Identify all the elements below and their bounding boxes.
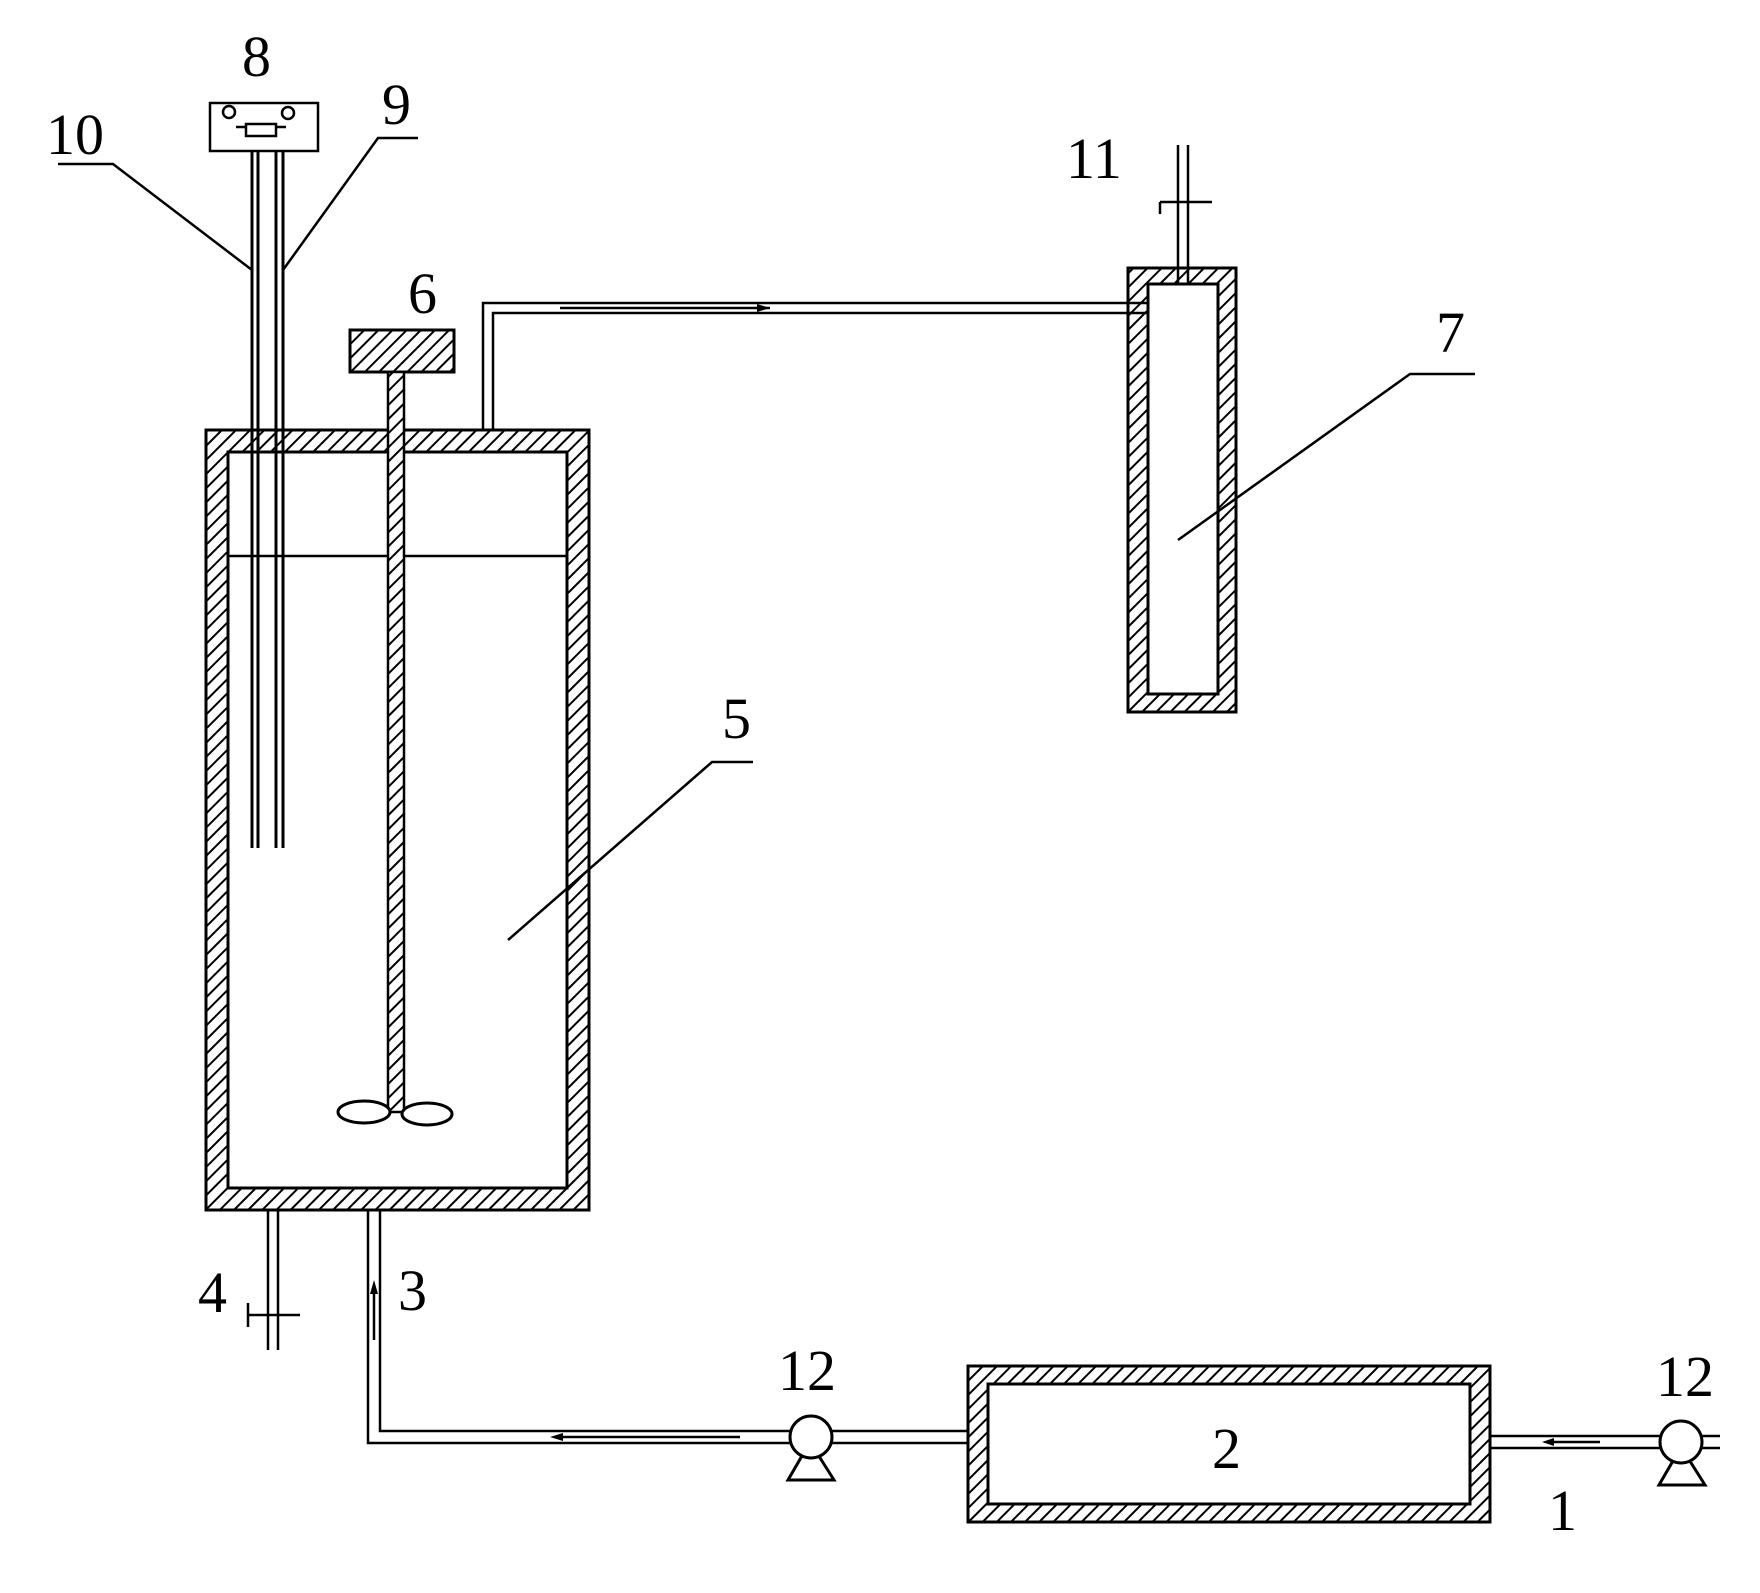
label-11: 11: [1066, 126, 1122, 191]
label-7: 7: [1436, 300, 1465, 365]
label-10: 10: [46, 102, 104, 167]
pump-left: [785, 1414, 837, 1482]
pump-right: [1656, 1419, 1708, 1487]
leader-5: [507, 760, 753, 941]
leader-9: [281, 136, 418, 271]
unit-2-vessel: [966, 1364, 1492, 1524]
leader-7: [1177, 372, 1475, 542]
controller-knob-right: [280, 105, 296, 121]
stirrer-shaft: [386, 370, 406, 1114]
vent-pipe: [1158, 145, 1212, 284]
controller-display: [244, 122, 278, 138]
label-12-right: 12: [1656, 1344, 1714, 1409]
leader-lines: [58, 136, 1475, 941]
controller-knob-left: [221, 104, 237, 120]
probe-9: [274, 151, 285, 848]
stirrer-motor: [348, 328, 456, 374]
label-5: 5: [722, 686, 751, 751]
label-12-left: 12: [778, 1338, 836, 1403]
impeller-blade-left: [336, 1099, 392, 1125]
drain-pipe: [246, 1210, 300, 1350]
label-3: 3: [398, 1258, 427, 1323]
sensor-assembly: [208, 101, 320, 848]
labels: 1 2 3 4 5 6 7 8 9 10 11 12 12: [46, 24, 1714, 1543]
vapor-pipe: [481, 301, 1148, 430]
label-2: 2: [1212, 1416, 1241, 1481]
label-9: 9: [382, 72, 411, 137]
label-4: 4: [198, 1260, 227, 1325]
probe-10: [250, 151, 260, 848]
leader-10: [58, 162, 253, 271]
feed-pipe: [366, 1210, 790, 1445]
label-8: 8: [242, 24, 271, 89]
label-1: 1: [1548, 1478, 1577, 1543]
pipe-pump-to-unit: [832, 1429, 968, 1445]
label-6: 6: [408, 261, 437, 326]
impeller-blade-right: [400, 1101, 454, 1127]
inlet-pipe: [1490, 1434, 1720, 1450]
condenser-vessel: [1126, 266, 1238, 714]
stirrer-assembly: [336, 328, 456, 1127]
